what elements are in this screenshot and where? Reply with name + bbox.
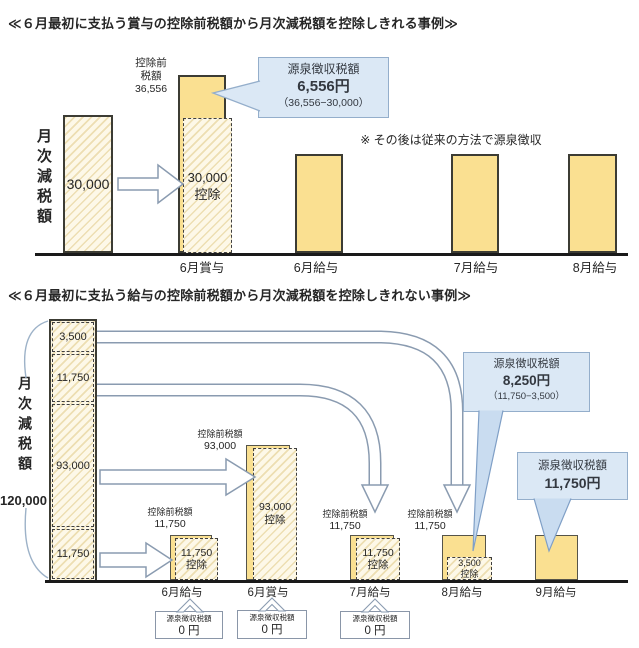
callout-aug-formula: （11,750−3,500） (488, 390, 565, 402)
jun-bonus-ded-word: 控除 (264, 514, 286, 526)
aug-salary-ded-word: 控除 (460, 568, 479, 579)
callout-pointer-june-bonus-icon (210, 80, 261, 112)
segment-11750-b: 11,750 (52, 529, 94, 579)
total-brace-bottom-icon (24, 507, 49, 579)
x-label-june-bonus-s2: 6月賞与 (247, 587, 289, 599)
segment-3500: 3,500 (52, 322, 94, 352)
aug-salary-pretax-label: 控除前税額 11,750 (400, 509, 460, 532)
jul-salary-pretax-l1: 控除前税額 (322, 509, 368, 519)
segment-93000: 93,000 (52, 404, 94, 527)
section2-y-axis-label: 月次減税額 (17, 376, 33, 476)
callout-formula: （36,556−30,000） (277, 97, 370, 109)
june-salary-deduction-box: 11,750 控除 (175, 538, 218, 580)
x-label-august-salary-s1: 8月給与 (572, 261, 618, 275)
curved-arrow-august-fill-icon (97, 332, 462, 486)
august-salary-deduction-box: 3,500 控除 (447, 557, 492, 580)
callout-pointer-september-icon (533, 498, 572, 553)
deduction-arrow-june-icon (99, 541, 174, 579)
deduction-word: 控除 (194, 186, 221, 202)
zero-pointer-july-salary-icon (360, 598, 390, 613)
aug-salary-pretax-l2: 11,750 (414, 520, 446, 532)
jun-salary-ded-word: 控除 (186, 559, 207, 571)
segment-3500-value: 3,500 (59, 331, 87, 343)
bonus-pretax-line1: 控除前 (135, 57, 167, 69)
bonus-pretax-line2: 税額 (140, 70, 162, 82)
zero-box2-amount: 0 円 (261, 624, 283, 636)
x-label-september-salary: 9月給与 (535, 587, 577, 599)
jul-salary-pretax-l2: 11,750 (329, 520, 361, 532)
withholding-callout-september: 源泉徴収税額 11,750円 (517, 452, 628, 500)
jun-bonus-pretax-l2: 93,000 (203, 440, 237, 452)
curved-arrow-august-head-icon (442, 484, 472, 514)
jun-salary-ded-amount: 11,750 (180, 547, 213, 559)
jun-salary-pretax-l2: 11,750 (154, 518, 186, 530)
zero-box3-label: 源泉徴収税額 (352, 614, 398, 623)
x-label-june-bonus: 6月賞与 (179, 261, 225, 275)
segment-11750-b-value: 11,750 (56, 548, 90, 560)
curved-arrow-july-fill-icon (97, 385, 380, 486)
callout-pointer-august-icon (472, 410, 504, 552)
jun-bonus-ded-amount: 93,000 (258, 501, 292, 513)
jul-salary-ded-amount: 11,750 (362, 547, 394, 559)
callout-sep-label: 源泉徴収税額 (538, 460, 607, 472)
june-bonus-deduction-box-s2: 93,000 控除 (253, 448, 297, 580)
segment-11750-a: 11,750 (52, 354, 94, 402)
section2-axis (45, 580, 628, 583)
jun-salary-pretax-l1: 控除前税額 (147, 507, 193, 517)
section1-axis (35, 253, 628, 256)
june-salary-bar-s1 (295, 154, 343, 253)
x-label-july-salary-s2: 7月給与 (349, 587, 391, 599)
july-salary-bar-s1 (451, 154, 499, 253)
deduction-amount: 30,000 (187, 169, 228, 185)
curved-arrow-july-head-icon (360, 484, 390, 514)
segment-93000-value: 93,000 (56, 459, 90, 472)
aug-salary-ded-amount: 3,500 (458, 558, 481, 568)
callout-aug-label: 源泉徴収税額 (493, 358, 560, 370)
jul-salary-ded-word: 控除 (367, 559, 389, 571)
callout-sep-amount: 11,750円 (544, 475, 601, 491)
callout-aug-amount: 8,250円 (502, 372, 551, 388)
zero-pointer-june-salary-icon (175, 598, 205, 613)
monthly-reduction-bar: 30,000 (63, 115, 113, 253)
x-label-july-salary-s1: 7月給与 (453, 261, 499, 275)
deduction-arrow-bonus-icon (99, 457, 257, 497)
zero-withholding-box-june-bonus: 源泉徴収税額 0 円 (237, 610, 307, 639)
bonus-pretax-label: 控除前 税額 36,556 (126, 57, 176, 96)
zero-withholding-box-june-salary: 源泉徴収税額 0 円 (155, 611, 223, 639)
x-label-june-salary-s1: 6月給与 (293, 261, 339, 275)
september-salary-bar (535, 535, 578, 580)
total-reduction-value: 120,000 (0, 493, 47, 508)
callout-label: 源泉徴収税額 (287, 62, 360, 76)
x-label-june-salary-s2: 6月給与 (161, 587, 203, 599)
zero-withholding-box-july-salary: 源泉徴収税額 0 円 (340, 611, 410, 639)
total-brace-top-icon (23, 320, 49, 379)
segment-11750-a-value: 11,750 (56, 372, 90, 384)
section1-note: ※ その後は従来の方法で源泉徴収 (360, 133, 542, 147)
zero-box3-amount: 0 円 (364, 625, 386, 637)
withholding-callout-june-bonus: 源泉徴収税額 6,556円 （36,556−30,000） (258, 57, 389, 118)
july-salary-deduction-box: 11,750 控除 (356, 538, 400, 580)
section1-y-axis-label: 月次減税額 (35, 128, 52, 228)
august-salary-bar-s1 (568, 154, 617, 253)
jun-salary-pretax-label: 控除前税額 11,750 (140, 507, 200, 530)
callout-amount: 6,556円 (297, 78, 350, 95)
aug-salary-pretax-l1: 控除前税額 (407, 509, 453, 519)
deduction-arrow-s1-icon (117, 163, 185, 205)
zero-pointer-june-bonus-icon (257, 597, 287, 612)
x-label-august-salary-s2: 8月給与 (441, 587, 483, 599)
section1-title: ≪６月最初に支払う賞与の控除前税額から月次減税額を控除しきれる事例≫ (8, 16, 459, 31)
zero-box1-amount: 0 円 (178, 625, 200, 637)
section2-title: ≪６月最初に支払う給与の控除前税額から月次減税額を控除しきれない事例≫ (8, 288, 472, 303)
zero-box2-label: 源泉徴収税額 (249, 613, 295, 622)
zero-box1-label: 源泉徴収税額 (166, 614, 212, 623)
withholding-callout-august: 源泉徴収税額 8,250円 （11,750−3,500） (463, 352, 590, 412)
jun-bonus-pretax-label: 控除前税額 93,000 (194, 429, 246, 452)
jun-bonus-pretax-l1: 控除前税額 (197, 429, 243, 439)
jul-salary-pretax-label: 控除前税額 11,750 (315, 509, 375, 532)
june-bonus-deduction-box: 30,000 控除 (183, 118, 232, 253)
bonus-pretax-line3: 36,556 (134, 83, 168, 95)
reduction-bar-value: 30,000 (66, 176, 110, 192)
